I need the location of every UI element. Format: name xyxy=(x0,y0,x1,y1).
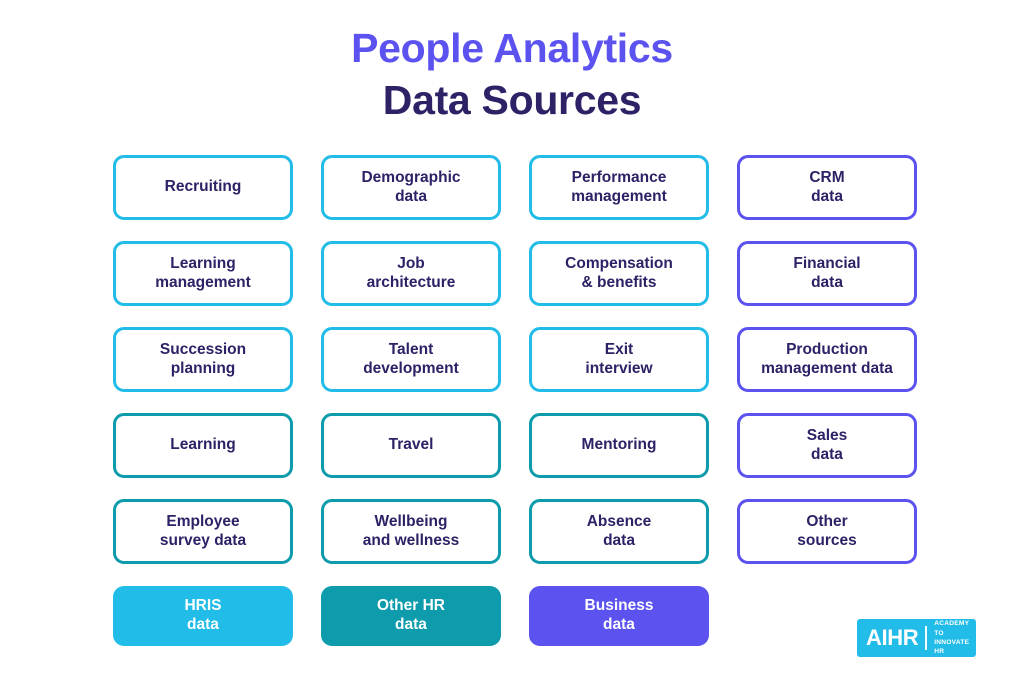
data-source-box[interactable]: Learning management xyxy=(113,241,293,306)
data-sources-grid: Recruiting Demographic data Performance ma… xyxy=(113,155,917,564)
legend-box[interactable]: Business data xyxy=(529,586,709,646)
data-source-box[interactable]: Talent development xyxy=(321,327,501,392)
data-source-box[interactable]: Travel xyxy=(321,413,501,478)
data-source-box[interactable]: Financial data xyxy=(737,241,917,306)
data-source-label: Mentoring xyxy=(581,436,657,454)
legend-box[interactable]: Other HR data xyxy=(321,586,501,646)
data-source-box[interactable]: CRM data xyxy=(737,155,917,220)
data-source-label: Sales data xyxy=(806,426,848,463)
data-source-box[interactable]: Wellbeing and wellness xyxy=(321,499,501,564)
data-source-box[interactable]: Mentoring xyxy=(529,413,709,478)
data-source-label: Job architecture xyxy=(366,254,456,291)
data-source-label: Compensation & benefits xyxy=(565,254,673,291)
data-source-box[interactable]: Job architecture xyxy=(321,241,501,306)
data-source-box[interactable]: Performance management xyxy=(529,155,709,220)
data-source-label: Other sources xyxy=(797,512,857,549)
data-source-box[interactable]: Employee survey data xyxy=(113,499,293,564)
legend-row: HRIS data Other HR data Business data xyxy=(113,586,917,646)
data-source-label: Demographic data xyxy=(361,168,461,205)
data-source-label: Absence data xyxy=(586,512,652,549)
data-source-label: CRM data xyxy=(809,168,845,205)
legend-label: Other HR data xyxy=(376,597,446,633)
legend-label: HRIS data xyxy=(184,597,222,633)
logo-tagline: ACADEMY TO INNOVATE HR xyxy=(934,620,970,656)
data-source-label: Employee survey data xyxy=(159,512,247,549)
page-title: People Analytics Data Sources xyxy=(0,0,1024,127)
legend-box[interactable]: HRIS data xyxy=(113,586,293,646)
data-source-label: Learning xyxy=(170,436,236,454)
data-source-label: Talent development xyxy=(363,340,459,377)
data-source-box[interactable]: Absence data xyxy=(529,499,709,564)
data-source-label: Learning management xyxy=(155,254,251,291)
legend-label: Business data xyxy=(584,597,654,633)
title-line-primary: People Analytics xyxy=(351,25,673,71)
logo-wordmark: AIHR xyxy=(866,625,919,650)
data-source-box[interactable]: Other sources xyxy=(737,499,917,564)
data-source-label: Performance management xyxy=(571,168,667,205)
data-source-label: Recruiting xyxy=(164,178,242,196)
data-source-label: Financial data xyxy=(793,254,861,291)
logo-divider xyxy=(925,626,928,650)
data-source-label: Succession planning xyxy=(159,340,247,377)
data-source-box[interactable]: Succession planning xyxy=(113,327,293,392)
data-source-label: Wellbeing and wellness xyxy=(362,512,460,549)
data-source-box[interactable]: Exit interview xyxy=(529,327,709,392)
data-source-label: Exit interview xyxy=(585,340,653,377)
data-source-box[interactable]: Demographic data xyxy=(321,155,501,220)
data-source-box[interactable]: Recruiting xyxy=(113,155,293,220)
title-line-secondary: Data Sources xyxy=(382,77,642,124)
data-source-box[interactable]: Production management data xyxy=(737,327,917,392)
data-source-label: Production management data xyxy=(761,340,893,377)
data-source-label: Travel xyxy=(388,436,434,454)
aihr-logo: AIHR ACADEMY TO INNOVATE HR xyxy=(857,619,976,657)
data-source-box[interactable]: Compensation & benefits xyxy=(529,241,709,306)
data-source-box[interactable]: Learning xyxy=(113,413,293,478)
data-source-box[interactable]: Sales data xyxy=(737,413,917,478)
